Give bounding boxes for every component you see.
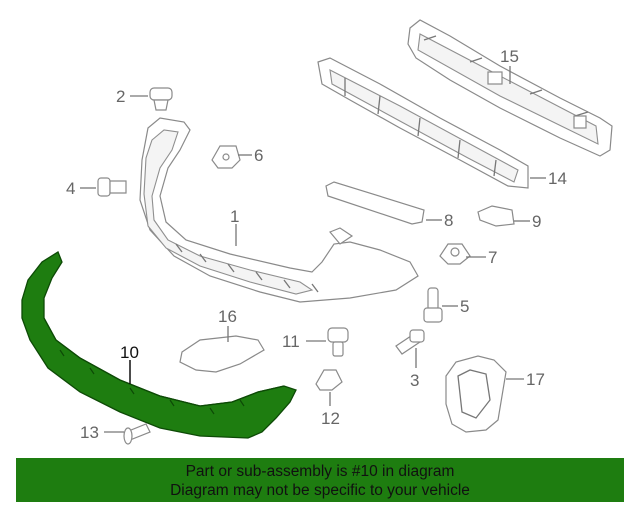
part-10-lower-valance xyxy=(21,251,297,439)
part-16-bracket xyxy=(179,335,265,373)
callout-6: 6 xyxy=(254,146,263,165)
callout-16: 16 xyxy=(218,307,237,326)
banner-line-2: Diagram may not be specific to your vehi… xyxy=(170,482,470,499)
fastener-11 xyxy=(327,327,349,357)
callout-15: 15 xyxy=(500,47,519,66)
callout-2: 2 xyxy=(116,87,125,106)
callout-10: 10 xyxy=(120,343,139,362)
clip-12 xyxy=(315,369,343,391)
callout-3: 3 xyxy=(410,371,419,390)
nut-7 xyxy=(439,243,471,265)
callout-7: 7 xyxy=(488,248,497,267)
part-15-reinforcement xyxy=(407,19,613,157)
callout-8: 8 xyxy=(444,211,453,230)
fastener-5 xyxy=(423,287,443,323)
fastener-13 xyxy=(123,423,151,445)
callout-4: 4 xyxy=(66,179,75,198)
part-8-trim-strip xyxy=(325,181,425,225)
fastener-2 xyxy=(149,87,173,111)
part-info-banner: Part or sub-assembly is #10 in diagram D… xyxy=(16,458,624,502)
part-17-bracket xyxy=(445,355,507,433)
fastener-4 xyxy=(97,177,127,197)
banner-line-1: Part or sub-assembly is #10 in diagram xyxy=(185,463,455,480)
callout-11: 11 xyxy=(282,332,300,351)
callout-14: 14 xyxy=(548,169,567,188)
part-14-bumper-beam xyxy=(317,57,529,189)
part-1-bumper-cover xyxy=(139,117,419,303)
clip-6 xyxy=(211,145,241,169)
callout-12: 12 xyxy=(321,409,340,428)
fastener-9 xyxy=(477,205,515,227)
callout-5: 5 xyxy=(460,297,469,316)
callout-17: 17 xyxy=(526,370,545,389)
callout-9: 9 xyxy=(532,212,541,231)
parts-diagram: 1 2 3 4 5 6 7 8 9 10 11 12 13 14 15 16 1… xyxy=(21,19,613,445)
callout-1: 1 xyxy=(230,207,239,226)
callout-13: 13 xyxy=(80,423,99,442)
fastener-3 xyxy=(395,329,425,355)
